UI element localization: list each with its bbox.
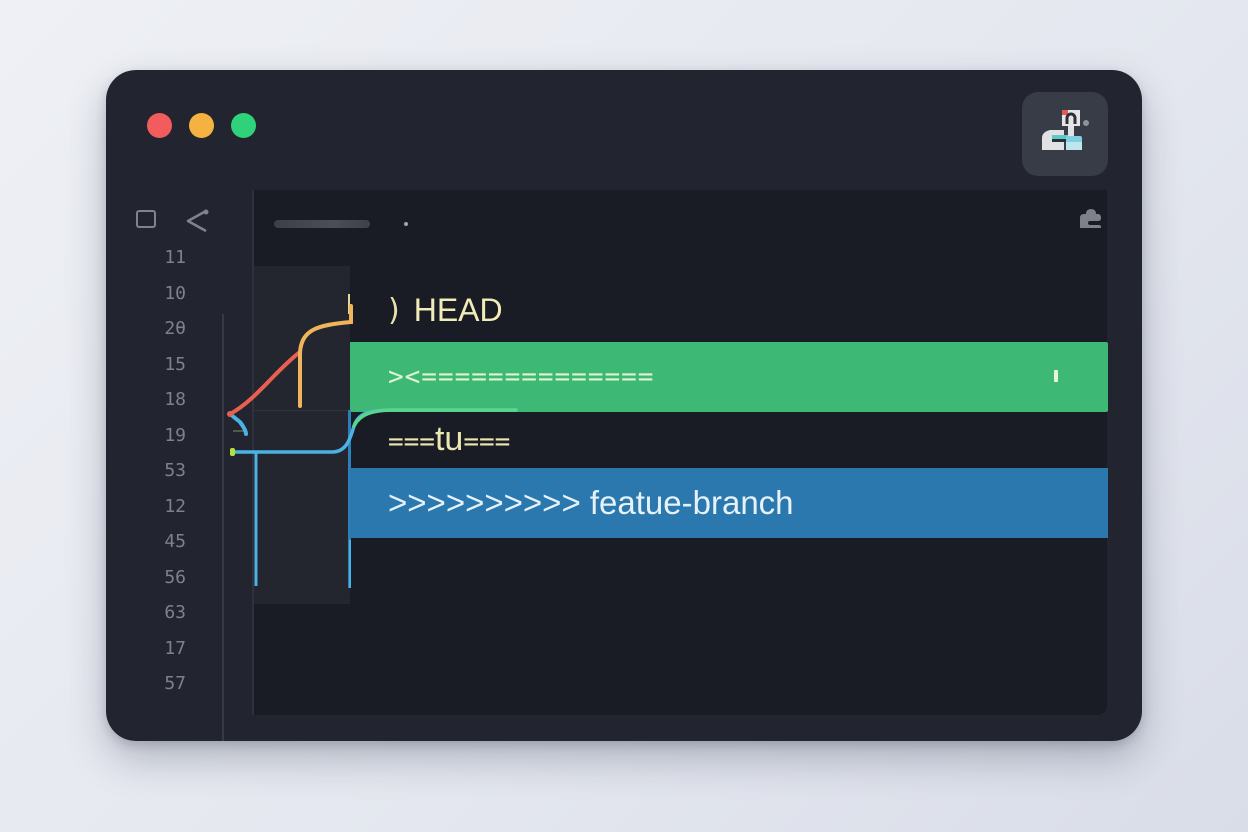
separator-row[interactable]: ===tu=== bbox=[350, 410, 1108, 468]
unsaved-dot-icon bbox=[404, 222, 408, 226]
head-row[interactable]: ) HEAD bbox=[350, 276, 1110, 344]
line-number: 10 bbox=[164, 282, 186, 304]
puzzle-icon[interactable] bbox=[1077, 206, 1103, 230]
current-change-marker: ><============== bbox=[388, 362, 655, 392]
line-number: 17 bbox=[164, 637, 186, 659]
incoming-edge bbox=[348, 410, 351, 588]
graph-panel-divider bbox=[254, 410, 350, 411]
separator-suffix: === bbox=[463, 426, 511, 457]
gutter-toolbar bbox=[134, 208, 214, 236]
title-bar bbox=[106, 70, 1142, 190]
line-number: 2θ bbox=[164, 318, 186, 339]
square-icon[interactable] bbox=[136, 210, 156, 228]
line-number: 45 bbox=[164, 531, 186, 552]
commit-graph-panel bbox=[254, 266, 350, 604]
editor-tab[interactable] bbox=[274, 220, 370, 228]
incoming-branch-marker: >>>>>>>>>> featue-branch bbox=[388, 484, 794, 521]
share-icon[interactable] bbox=[184, 208, 210, 234]
editor-window: 11 10 2θ 15 18 19 53 12 45 56 63 17 57 )… bbox=[106, 70, 1142, 741]
text-cursor bbox=[1054, 370, 1058, 382]
current-change-row[interactable]: ><============== bbox=[350, 342, 1108, 412]
gutter-divider bbox=[222, 314, 224, 741]
line-number-gutter: 11 10 2θ 15 18 19 53 12 45 56 63 17 57 bbox=[106, 190, 254, 741]
minimize-button[interactable] bbox=[189, 113, 214, 138]
git-app-icon[interactable] bbox=[1022, 92, 1108, 176]
maximize-button[interactable] bbox=[231, 113, 256, 138]
line-number: 63 bbox=[164, 602, 186, 623]
head-label: HEAD bbox=[413, 291, 503, 328]
line-number: 18 bbox=[164, 389, 186, 410]
line-number: 57 bbox=[164, 673, 186, 694]
line-number: 12 bbox=[164, 495, 186, 517]
line-number: 15 bbox=[164, 353, 186, 375]
line-number: 53 bbox=[164, 460, 186, 481]
close-button[interactable] bbox=[147, 113, 172, 138]
head-bracket: ) bbox=[388, 292, 400, 328]
line-numbers: 11 10 2θ 15 18 19 53 12 45 56 63 17 57 bbox=[106, 246, 206, 708]
line-number: 11 bbox=[164, 247, 186, 268]
separator-prefix: === bbox=[388, 426, 435, 457]
line-number: 19 bbox=[164, 424, 186, 446]
incoming-change-row[interactable]: >>>>>>>>>> featue-branch bbox=[350, 468, 1108, 538]
line-number: 56 bbox=[164, 566, 186, 588]
separator-marker: ===tu=== bbox=[388, 420, 510, 459]
git-app-glyph-icon bbox=[1042, 110, 1089, 150]
separator-middle: tu bbox=[434, 419, 464, 458]
